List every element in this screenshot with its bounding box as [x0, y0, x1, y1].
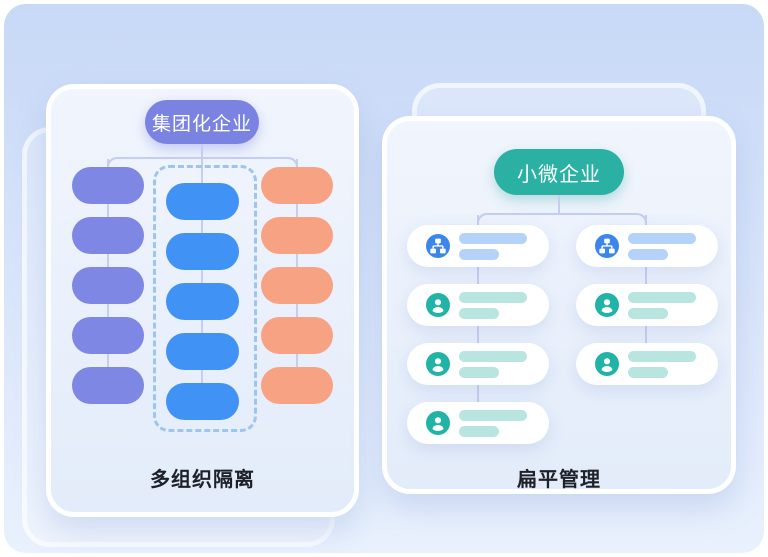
micro-enterprise-pill: 小微企业: [494, 149, 624, 195]
org-branch-c-pill: [261, 167, 333, 204]
org-branch-b-isolated-pill: [166, 183, 239, 220]
text-skeleton-bar: [459, 426, 499, 437]
org-chart-icon: [595, 234, 619, 258]
connector-line: [558, 195, 560, 214]
org-branch-c-pill: [261, 317, 333, 354]
org-branch-a-pill: [72, 367, 144, 404]
isolation-dashed-border: [153, 165, 257, 432]
connector-line: [201, 144, 203, 399]
user-icon: [426, 293, 450, 317]
member-card: [407, 402, 549, 444]
text-skeleton-bar: [628, 292, 696, 303]
org-branch-a-pill: [72, 217, 144, 254]
org-branch-b-isolated-pill: [166, 233, 239, 270]
org-branch-c-pill: [261, 267, 333, 304]
text-skeleton-bar: [459, 410, 527, 421]
multi-org-card: 集团化企业 多组织隔离: [46, 84, 359, 517]
org-branch-b-isolated-pill: [166, 283, 239, 320]
org-branch-b-isolated-pill: [166, 383, 239, 420]
tree-bracket-connector: [107, 157, 298, 173]
flat-management-card: 小微企业 扁平管理: [382, 116, 736, 494]
org-chart-icon: [426, 234, 450, 258]
user-icon: [595, 352, 619, 376]
text-skeleton-bar: [459, 233, 527, 244]
text-skeleton-bar: [459, 249, 499, 260]
background-canvas: 集团化企业 多组织隔离 小微企业 扁平管理: [4, 4, 764, 553]
org-column-c: [261, 167, 333, 404]
org-column-a: [72, 167, 144, 404]
group-enterprise-label: 集团化企业: [151, 113, 252, 135]
micro-enterprise-label: 小微企业: [517, 163, 601, 186]
multi-org-caption: 多组织隔离: [150, 469, 255, 491]
org-branch-a-pill: [72, 317, 144, 354]
user-icon: [426, 411, 450, 435]
member-card: [407, 343, 549, 385]
member-card: [576, 284, 718, 326]
org-branch-c-pill: [261, 367, 333, 404]
org-column-b: [166, 183, 239, 420]
text-skeleton-bar: [628, 367, 668, 378]
text-skeleton-bar: [459, 308, 499, 319]
member-card: [576, 343, 718, 385]
text-skeleton-bar: [459, 367, 499, 378]
org-branch-a-pill: [72, 167, 144, 204]
org-branch-c-pill: [261, 217, 333, 254]
admin-member-card: [407, 225, 549, 267]
flat-management-caption: 扁平管理: [517, 469, 601, 491]
member-column-left: [407, 225, 549, 444]
text-skeleton-bar: [628, 351, 696, 362]
text-skeleton-bar: [628, 233, 696, 244]
member-column-right: [576, 225, 718, 385]
text-skeleton-bar: [459, 292, 527, 303]
user-icon: [426, 352, 450, 376]
text-skeleton-bar: [459, 351, 527, 362]
user-icon: [595, 293, 619, 317]
group-enterprise-pill: 集团化企业: [145, 100, 259, 144]
member-card: [407, 284, 549, 326]
admin-member-card: [576, 225, 718, 267]
org-branch-b-isolated-pill: [166, 333, 239, 370]
text-skeleton-bar: [628, 249, 668, 260]
text-skeleton-bar: [628, 308, 668, 319]
org-branch-a-pill: [72, 267, 144, 304]
